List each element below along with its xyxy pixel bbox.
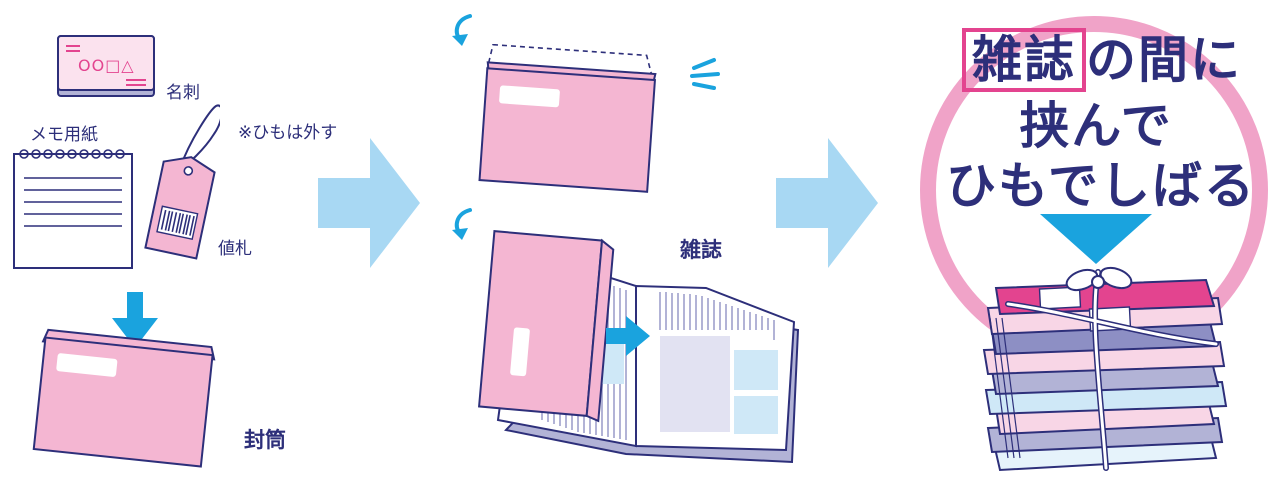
price-tag-illustration <box>144 104 220 260</box>
headline-line-2: 挟んで <box>1019 97 1173 155</box>
step-arrow-2-icon <box>776 138 878 268</box>
business-card-illustration <box>57 35 155 97</box>
headline-boxed-word: 雑誌 <box>962 28 1086 92</box>
rotate-arrow-bottom-icon <box>452 208 472 240</box>
business-card-label: 名刺 <box>166 83 200 103</box>
magazine-label: 雑誌 <box>680 238 722 262</box>
memo-paper-illustration <box>13 149 133 269</box>
envelope-label: 封筒 <box>244 428 286 452</box>
headline-line-1: 雑誌の間に <box>962 28 1240 92</box>
down-arrow-icon <box>112 292 158 348</box>
memo-paper-label: メモ用紙 <box>30 125 98 145</box>
step-arrow-1-icon <box>318 138 420 268</box>
price-tag-label: 値札 <box>218 239 252 259</box>
headline-line-1-rest: の間に <box>1086 31 1242 89</box>
magazine-with-envelope-illustration <box>477 230 800 464</box>
envelope-illustration <box>32 328 216 468</box>
tied-magazine-stack-illustration <box>982 266 1228 472</box>
string-note-label: ※ひもは外す <box>238 123 338 143</box>
headline-line-3: ひもでしばる <box>946 157 1256 215</box>
down-triangle-icon <box>1040 214 1152 264</box>
folded-envelope-illustration <box>478 44 657 193</box>
motion-marks-icon <box>690 58 720 90</box>
business-card-symbols: OO□△ <box>78 56 135 75</box>
rotate-arrow-top-icon <box>452 14 472 46</box>
